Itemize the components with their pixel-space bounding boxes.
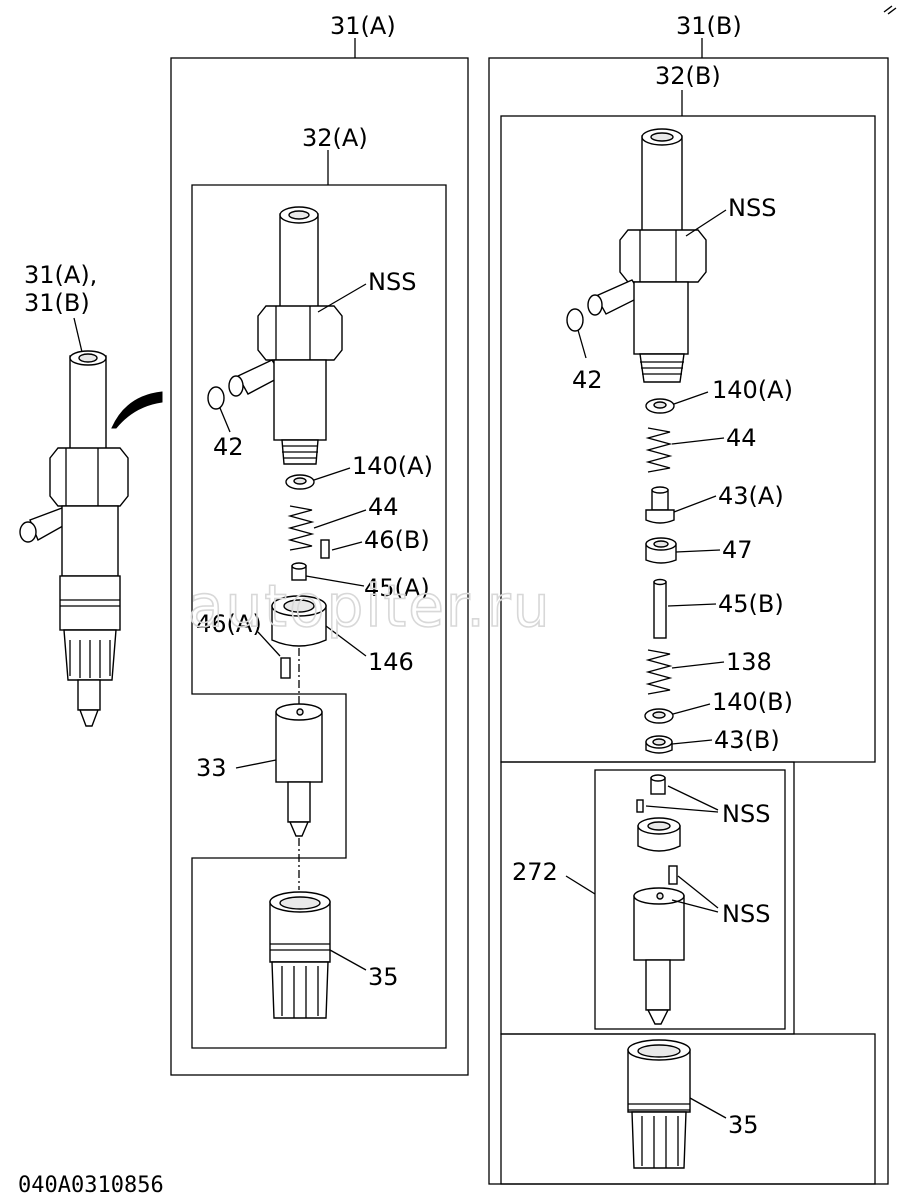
spring-44-b <box>645 427 673 473</box>
o-ring-42-b <box>566 308 584 332</box>
group-b-subframe <box>500 115 876 763</box>
group-a-frame <box>170 57 469 1076</box>
pin-46b <box>320 539 330 559</box>
spring-44 <box>287 505 315 551</box>
corner-mark <box>883 5 897 15</box>
diagram-code: 040A0310856 <box>18 1173 164 1198</box>
watermark: autopiter.ru <box>188 572 551 640</box>
kit-272-parts <box>633 774 685 1025</box>
group-a: 31(A) 32(A) NSS 42 140(A) 44 <box>170 12 469 1076</box>
seat-43b <box>645 735 673 754</box>
group-b-guide-label: 47 <box>722 536 753 564</box>
group-b-spring2-label: 138 <box>726 648 772 676</box>
spring-138 <box>645 649 673 695</box>
group-b-subtitle: 32(B) <box>655 62 721 90</box>
kit-272-frame <box>594 769 786 1030</box>
group-a-spring-label: 44 <box>368 493 399 521</box>
group-a-title: 31(A) <box>330 12 396 40</box>
group-a-nozzle-label: 33 <box>196 754 227 782</box>
group-a-subframe <box>191 184 447 1049</box>
group-a-pin-a-spacer-label: 45(A) <box>364 574 430 602</box>
group-b-nut-frame <box>500 1033 876 1185</box>
group-b-kit-nss1-label: NSS <box>722 800 770 828</box>
group-a-spacer-label: 146 <box>368 648 414 676</box>
group-a-pin-a-label: 46(A) <box>196 610 262 638</box>
nut-35-b <box>627 1039 691 1169</box>
group-b-kit-label: 272 <box>512 858 558 886</box>
group-a-nut-label: 35 <box>368 963 399 991</box>
nozzle-33 <box>275 703 323 837</box>
pin-46a <box>280 657 291 679</box>
group-b-kit-nss2-label: NSS <box>722 900 770 928</box>
group-b-title: 31(B) <box>676 12 742 40</box>
group-a-nss-label: NSS <box>368 268 416 296</box>
assembly-label-line2: 31(B) <box>24 289 90 317</box>
group-a-subtitle: 32(A) <box>302 124 368 152</box>
nut-35-a <box>269 891 331 1019</box>
assembly-label-line1: 31(A), <box>24 261 97 289</box>
seat-43a <box>645 486 675 524</box>
group-a-pin-b-label: 46(B) <box>364 526 430 554</box>
assembled-injector: 31(A), 31(B) <box>19 261 163 727</box>
group-b-nut-label: 35 <box>728 1111 759 1139</box>
group-b: 31(B) 32(B) NSS 42 140(A) 44 <box>488 12 889 1185</box>
group-b-washer-b-label: 140(B) <box>712 688 793 716</box>
group-b-oring-label: 42 <box>572 366 603 394</box>
group-a-washer-label: 140(A) <box>352 452 433 480</box>
group-b-nss-label: NSS <box>728 194 776 222</box>
group-b-seat-b-label: 43(B) <box>714 726 780 754</box>
rod-45b <box>653 581 667 639</box>
spacer-146 <box>271 595 327 647</box>
guide-47 <box>645 537 677 564</box>
group-b-seat-label: 43(A) <box>718 482 784 510</box>
group-b-rod-label: 45(B) <box>718 590 784 618</box>
group-a-oring-label: 42 <box>213 433 244 461</box>
group-b-spring-label: 44 <box>726 424 757 452</box>
group-b-washer-a-label: 140(A) <box>712 376 793 404</box>
o-ring-42 <box>207 386 225 410</box>
